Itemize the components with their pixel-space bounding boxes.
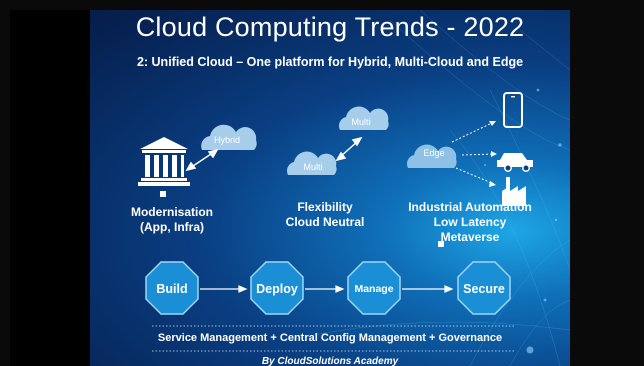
caption-flexibility: Flexibility Cloud Neutral [260, 200, 390, 230]
caption-modernisation: Modernisation (App, Infra) [112, 205, 232, 235]
step-deploy: Deploy [250, 261, 304, 315]
metaverse-marker [438, 241, 444, 247]
caption-left-line1: Modernisation [130, 205, 213, 219]
footer-text: Service Management + Central Config Mana… [157, 332, 503, 344]
step-arrows [200, 285, 454, 293]
letterbox-left [0, 10, 10, 366]
bank-hybrid-arrow [185, 148, 219, 172]
diagram: Hybrid Multi Multi Edge [138, 92, 533, 352]
multi-arrow [335, 136, 363, 162]
window-top-bar [0, 0, 644, 10]
caption-industrial: Industrial Automation Low Latency Metave… [390, 200, 550, 245]
factory-icon [502, 177, 526, 206]
multi-bottom-cloud [286, 151, 337, 175]
slide-subtitle: 2: Unified Cloud – One platform for Hybr… [136, 55, 524, 69]
credit-text: By CloudSolutions Academy [261, 356, 399, 366]
step-manage: Manage [347, 261, 401, 315]
caption-mid-line2: Cloud Neutral [285, 215, 365, 229]
edge-device-links [451, 121, 495, 185]
network-background [289, 10, 570, 366]
smartphone-icon [503, 92, 523, 128]
step-build: Build [145, 261, 199, 315]
multi-bottom-label: Multi [303, 162, 322, 172]
step-deploy-label: Deploy [256, 282, 298, 296]
caption-left-line2: (App, Infra) [140, 220, 204, 234]
car-icon [497, 153, 533, 172]
multi-top-cloud [338, 106, 389, 130]
hybrid-cloud-label: Hybrid [214, 135, 240, 145]
caption-right-line1: Industrial Automation [408, 200, 532, 214]
hybrid-cloud [201, 124, 257, 150]
multi-top-label: Multi [351, 117, 370, 127]
bank-marker [160, 191, 166, 197]
presentation-slide: Cloud Computing Trends - 2022 2: Unified… [90, 10, 570, 366]
slide-title: Cloud Computing Trends - 2022 [135, 12, 525, 42]
caption-right-line2: Low Latency [433, 215, 507, 229]
step-manage-label: Manage [354, 283, 393, 295]
edge-cloud-label: Edge [423, 148, 444, 158]
footer-rules [152, 325, 514, 352]
step-secure: Secure [457, 261, 511, 315]
edge-cloud [406, 144, 457, 168]
caption-right-line3: Metaverse [440, 230, 500, 244]
caption-mid-line1: Flexibility [297, 200, 353, 214]
step-secure-label: Secure [463, 282, 505, 296]
bank-icon [138, 137, 190, 186]
letterbox-right [570, 10, 644, 366]
step-build-label: Build [156, 282, 187, 296]
